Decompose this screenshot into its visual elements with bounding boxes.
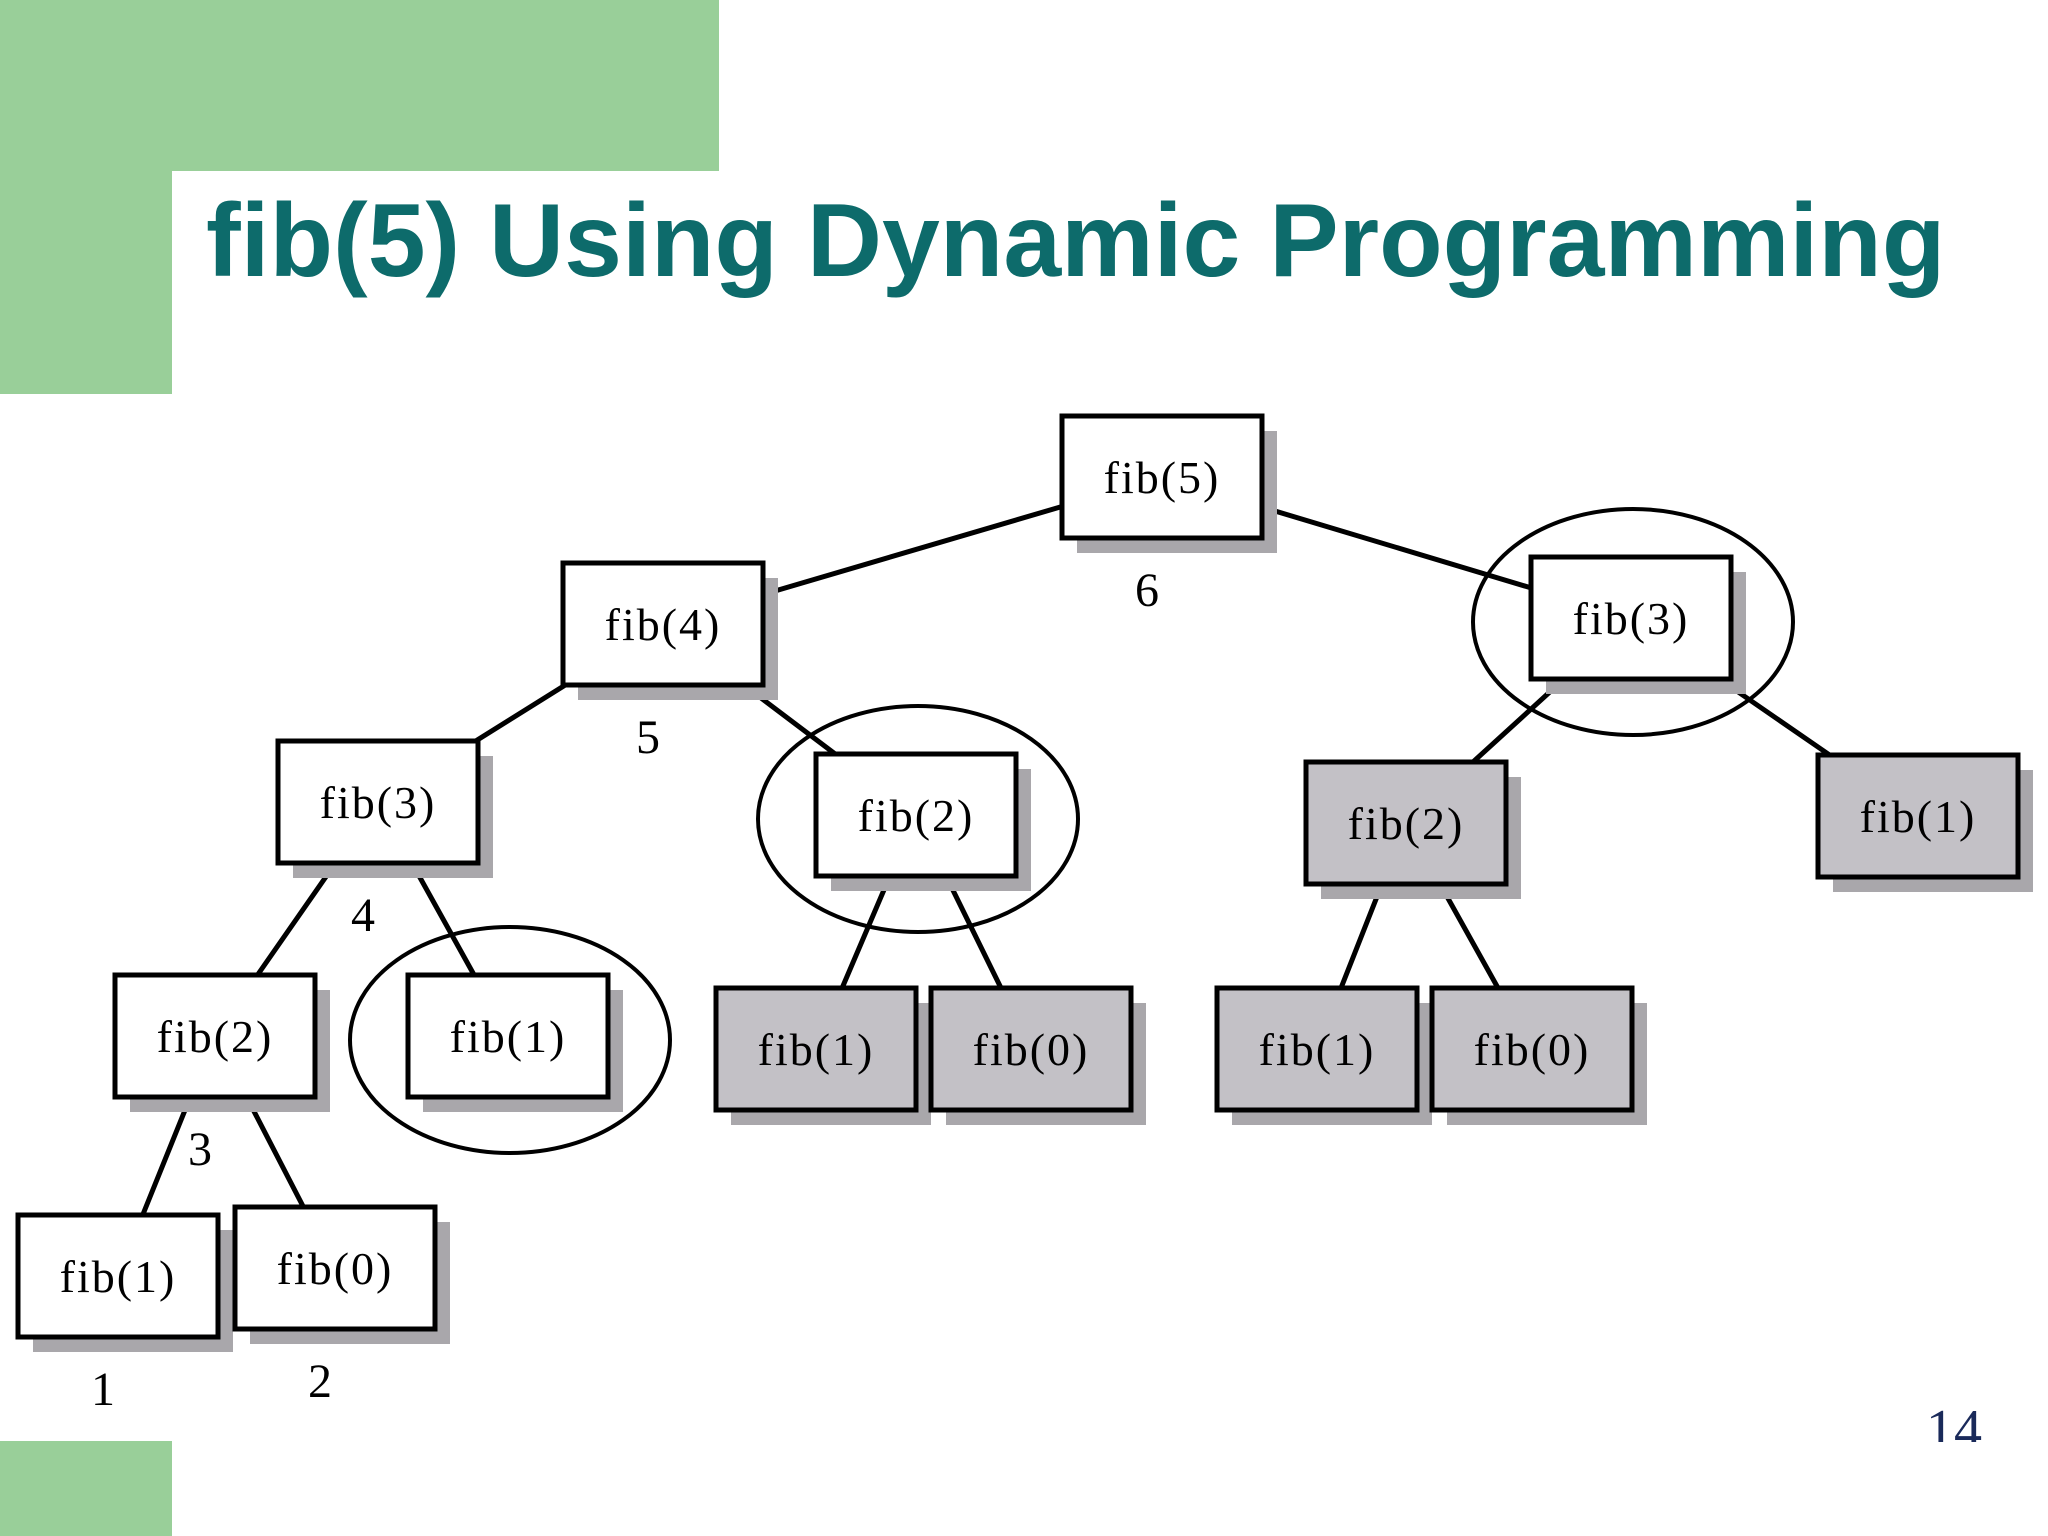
tree-node: fib(4) [560,560,778,700]
tree-node: fib(1) [1214,985,1432,1125]
tree-edge-n6-n13 [1437,881,1501,991]
tree-node: fib(5) [1059,413,1277,553]
call-order-label: 3 [188,1123,212,1176]
computed-node-box [405,972,611,1100]
memo-circle [1471,507,1795,737]
node-label: fib(2) [157,1011,274,1062]
reused-node-box [1303,759,1509,887]
computed-node-box [232,1204,438,1332]
tree-edge-n2-n4 [473,682,568,744]
tree-node: fib(1) [713,985,931,1125]
node-label: fib(2) [858,790,975,841]
tree-node: fib(0) [928,985,1146,1125]
call-order-label: 4 [351,889,375,942]
call-order-label: 2 [308,1355,332,1408]
tree-edge-n1-n3 [1259,504,1534,591]
reused-node-box [1815,752,2021,880]
tree-nodes: fib(5) fib(4) fib(3) fib(3) fib(2) fib(2) fib(… [15,413,2033,1352]
node-label: fib(2) [1348,798,1465,849]
node-label: fib(0) [1474,1024,1591,1075]
computed-node-box [1528,554,1734,682]
title-area-corner [172,171,732,431]
tree-node: fib(1) [1815,752,2033,892]
slide-title: fib(5) Using Dynamic Programming [206,183,1946,299]
node-label: fib(4) [605,599,722,650]
node-label: fib(3) [1573,593,1690,644]
tree-node: fib(3) [275,738,493,878]
node-label: fib(1) [1259,1024,1376,1075]
call-order-label: 6 [1135,564,1159,617]
reused-node-box [1214,985,1420,1113]
tree-edge-n4-n9 [409,860,477,978]
computed-node-box [15,1212,221,1340]
memo-circle [756,704,1080,934]
tree-node: fib(0) [1429,985,1647,1125]
memo-circle [348,925,672,1155]
node-label: fib(1) [1860,791,1977,842]
tree-edge-n5-n11 [943,873,1004,991]
tree-edge-n1-n2 [760,504,1065,597]
tree-edge-n4-n8 [255,860,338,978]
reused-node-box [713,985,919,1113]
accent-block-top [0,0,719,171]
computed-node-box [560,560,766,688]
node-label: fib(1) [758,1024,875,1075]
tree-node: fib(2) [112,972,330,1112]
computed-node-box [1059,413,1265,541]
tree-node: fib(3) [1528,554,1746,694]
node-label: fib(0) [973,1024,1090,1075]
reused-node-box [1429,985,1635,1113]
tree-node: fib(0) [232,1204,450,1344]
computed-node-box [112,972,318,1100]
node-label: fib(1) [450,1011,567,1062]
node-label: fib(1) [60,1251,177,1302]
node-label: fib(5) [1104,452,1221,503]
accent-block-left [0,171,172,394]
tree-node: fib(1) [15,1212,233,1352]
node-label: fib(3) [320,777,437,828]
tree-edge-n6-n12 [1338,881,1385,991]
call-order-label: 5 [636,711,660,764]
node-label: fib(0) [277,1243,394,1294]
tree-node: fib(2) [1303,759,1521,899]
tree-edge-n8-n14 [140,1094,193,1218]
tree-edge-n8-n15 [244,1094,306,1210]
tree-node: fib(1) [405,972,623,1112]
call-order-label: 1 [91,1363,115,1416]
memo-circles [348,507,1795,1155]
call-order-labels: 6 5 4 3 1 2 [91,564,1159,1416]
computed-node-box [275,738,481,866]
tree-edge-n5-n10 [839,873,893,991]
computed-node-box [813,751,1019,879]
accent-block-bottom [0,1441,172,1536]
reused-node-box [928,985,1134,1113]
tree-node: fib(2) [813,751,1031,891]
page-number: 14 [1926,1402,1982,1442]
